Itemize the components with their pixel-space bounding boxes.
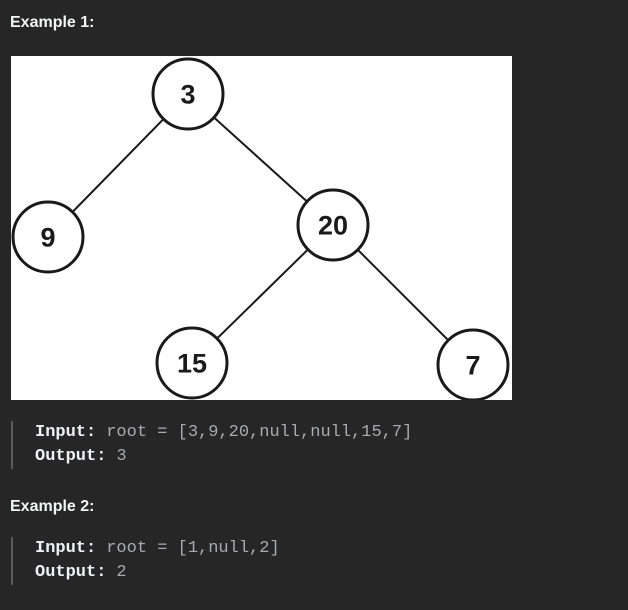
input-value: root = [1,null,2] [106,539,280,558]
input-value: root = [3,9,20,null,null,15,7] [106,423,413,442]
tree-node-circle [436,328,510,400]
output-label: Output: [35,447,107,466]
tree-node-3: 3 [151,57,225,131]
output-label: Output: [35,563,107,582]
output-value: 2 [116,563,127,582]
tree-node-circle [296,188,370,262]
tree-node-circle [151,57,225,131]
binary-tree-diagram: 3 9 20 15 7 [11,57,510,400]
tree-node-7: 7 [436,328,510,400]
example-1-input-line: Input: root = [3,9,20,null,null,15,7] [35,421,618,445]
example-1-heading: Example 1: [10,14,95,31]
example-1-io-block: Input: root = [3,9,20,null,null,15,7] Out… [11,421,618,469]
tree-node-circle [155,326,229,400]
example-2-io-block: Input: root = [1,null,2] Output: 2 [11,537,618,585]
tree-node-value: 3 [180,80,195,110]
tree-node-circle [11,200,85,274]
example-2-heading: Example 2: [10,498,95,515]
input-label: Input: [35,539,97,558]
tree-node-value: 9 [40,223,55,253]
tree-node-value: 7 [465,351,480,381]
example-1-tree-figure: 3 9 20 15 7 [11,56,512,400]
example-1-output-line: Output: 3 [35,445,618,469]
tree-node-9: 9 [11,200,85,274]
tree-node-value: 15 [177,349,207,379]
example-2-input-line: Input: root = [1,null,2] [35,537,618,561]
input-label: Input: [35,423,97,442]
example-2-output-line: Output: 2 [35,561,618,585]
tree-node-value: 20 [318,211,348,241]
tree-node-20: 20 [296,188,370,262]
problem-description-pane: Example 1: 3 9 20 15 7 Input: root = [3,9,20,… [10,14,618,585]
output-value: 3 [116,447,127,466]
tree-node-15: 15 [155,326,229,400]
